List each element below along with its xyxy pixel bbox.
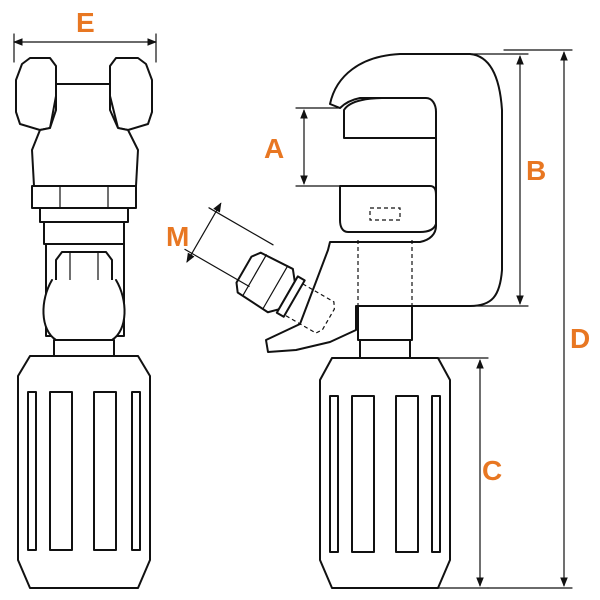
side-handle-slot-2 [351, 395, 375, 553]
side-upper-pad [343, 97, 437, 139]
front-handle-slot-4 [131, 391, 141, 551]
side-bolt-hidden-body [284, 283, 335, 334]
side-handle-slot-3 [395, 395, 419, 553]
side-bolt-hex-line-1 [242, 254, 267, 297]
front-collar-lower [39, 207, 129, 223]
dim-m-ext-top [208, 207, 274, 246]
side-bolt-hex-line-2 [262, 265, 289, 309]
label-d: D [570, 323, 590, 354]
front-view [13, 33, 157, 589]
side-handle-slot-1 [329, 395, 339, 553]
label-c: C [482, 455, 502, 486]
side-jaw-screw [369, 207, 401, 221]
side-shaft [357, 305, 413, 341]
side-handle [319, 357, 451, 589]
label-e: E [76, 7, 95, 38]
dim-m-group [184, 202, 274, 287]
label-b: B [526, 155, 546, 186]
front-handle-slot-1 [27, 391, 37, 551]
front-collar [31, 185, 137, 209]
label-a: A [264, 133, 284, 164]
front-handle [17, 355, 151, 589]
side-handle-slot-4 [431, 395, 441, 553]
side-bolt-hex-head [235, 251, 296, 314]
front-washer [42, 279, 126, 341]
side-lower-jaw [339, 185, 437, 233]
front-jaw-right-ear [109, 57, 153, 131]
dim-m-ext-bottom [184, 248, 250, 287]
front-jaw-left-ear [15, 57, 57, 131]
front-neck [43, 221, 125, 245]
side-bolt-washer [275, 275, 306, 318]
side-angled-bolt [235, 251, 335, 334]
label-m: M [166, 221, 189, 252]
front-handle-slot-3 [93, 391, 117, 551]
dim-m-line [186, 202, 222, 263]
side-shaft-lower [359, 339, 411, 359]
front-handle-slot-2 [49, 391, 73, 551]
side-view [184, 49, 573, 589]
front-shaft [53, 339, 115, 357]
